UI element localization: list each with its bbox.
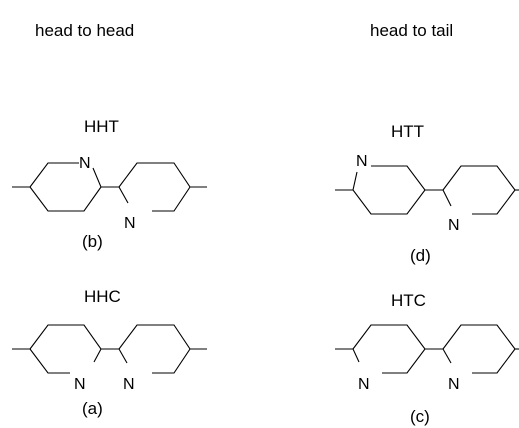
header-head-to-tail: head to tail	[370, 21, 453, 40]
nitrogen-atom: N	[79, 155, 91, 172]
nitrogen-atom: N	[124, 215, 136, 232]
nitrogen-atom: N	[358, 376, 370, 393]
ring-left-bonds	[29, 324, 102, 363]
nitrogen-atom: N	[123, 376, 135, 393]
structure-name-hhc: HHC	[84, 287, 121, 306]
ring-left-bonds	[352, 165, 426, 215]
structure-tag-hhc: (a)	[82, 399, 103, 418]
structure-name-hht: HHT	[84, 117, 119, 136]
ring-left-bonds	[352, 324, 426, 374]
structure-htc: HTC N N (c)	[335, 291, 519, 426]
nitrogen-atom: N	[448, 376, 460, 393]
header-head-to-head: head to head	[35, 21, 134, 40]
ring-right-bonds	[118, 162, 191, 212]
ring-right-bonds	[118, 324, 191, 374]
ring-right-bonds	[442, 324, 516, 374]
ring-left-bonds	[29, 162, 79, 188]
nitrogen-atom: N	[74, 376, 86, 393]
structure-tag-hht: (b)	[82, 232, 103, 251]
structure-tag-htc: (c)	[410, 407, 430, 426]
structure-name-htt: HTT	[391, 122, 424, 141]
structure-htt: HTT N N (d)	[335, 122, 519, 265]
structure-tag-htt: (d)	[410, 246, 431, 265]
nitrogen-atom: N	[356, 153, 368, 170]
structure-hht: HHT N N (b)	[12, 117, 207, 251]
structure-hhc: HHC N N (a)	[12, 287, 207, 418]
nitrogen-atom: N	[448, 217, 460, 234]
structure-name-htc: HTC	[391, 291, 426, 310]
ring-right-bonds	[442, 165, 516, 215]
